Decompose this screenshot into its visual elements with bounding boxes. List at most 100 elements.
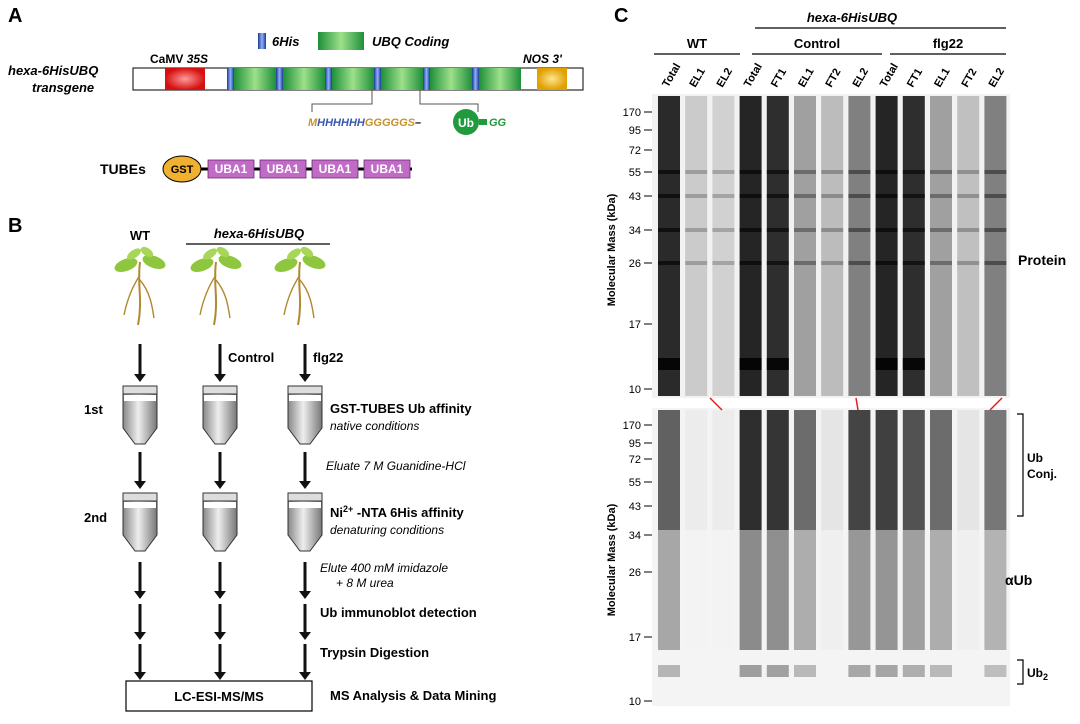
- ub2-band: [902, 665, 925, 677]
- gst-label: GST: [171, 164, 194, 176]
- marker-label: 34: [629, 530, 641, 542]
- leaf: [287, 248, 301, 260]
- gel-lane-label: EL1: [932, 66, 952, 89]
- protein-band: [658, 358, 680, 370]
- protein-band: [739, 170, 762, 174]
- protein-band: [739, 261, 762, 265]
- immunoblot-step: Ub immunoblot detection: [320, 605, 477, 620]
- uba1-label: UBA1: [215, 162, 248, 176]
- gel-lane-label: FT2: [823, 67, 843, 90]
- protein-band: [658, 228, 680, 232]
- marker-label: 72: [629, 145, 641, 157]
- ubq-coding-block: [283, 68, 325, 90]
- camv-promoter-box: [165, 68, 205, 90]
- protein-band: [902, 261, 925, 265]
- protein-band: [766, 358, 789, 370]
- flow-arrows: [134, 344, 311, 680]
- ub-conjugate-smear: [658, 410, 680, 530]
- protein-gel-lane: [712, 96, 735, 396]
- flow-arrow-head: [134, 632, 146, 640]
- flow-arrow-head: [299, 481, 311, 489]
- transgene-construct: [132, 67, 584, 91]
- marker-label: 55: [629, 167, 641, 179]
- ub-smear-lower: [685, 530, 708, 650]
- protein-band: [712, 170, 735, 174]
- native-conditions: native conditions: [330, 419, 419, 433]
- uba1-label: UBA1: [267, 162, 300, 176]
- tube-liquid-top: [124, 395, 156, 401]
- protein-band: [930, 194, 952, 198]
- protein-band: [957, 194, 980, 198]
- second-step-label: 2nd: [84, 510, 107, 525]
- marker-label: 10: [629, 384, 641, 396]
- protein-band: [902, 194, 925, 198]
- ub2-band: [984, 665, 1007, 677]
- seedling: [114, 246, 166, 326]
- gel-lane-label: Total: [660, 61, 683, 89]
- panel-a-label: A: [8, 5, 22, 27]
- trypsin-step: Trypsin Digestion: [320, 645, 429, 660]
- leaf: [140, 246, 154, 258]
- tube-lip: [122, 385, 158, 395]
- marker-label: 17: [629, 632, 641, 644]
- flow-arrow-head: [299, 374, 311, 382]
- his-tag-block: [472, 68, 479, 90]
- root: [215, 279, 231, 319]
- ub2-band: [875, 665, 898, 677]
- gel-lane-label: FT1: [905, 67, 925, 90]
- marker-label: 34: [629, 225, 641, 237]
- flow-arrow-head: [214, 481, 226, 489]
- protein-band: [957, 228, 980, 232]
- root: [283, 274, 301, 316]
- ub-conjugate-smear: [957, 410, 980, 530]
- his-tag-block: [423, 68, 430, 90]
- flow-arrow-head: [299, 591, 311, 599]
- control-label: Control: [228, 350, 274, 365]
- tube-body: [287, 393, 323, 445]
- his-legend-label: 6His: [272, 34, 299, 49]
- flow-arrow-head: [134, 374, 146, 382]
- ub-smear-lower: [658, 530, 680, 650]
- panel-c-label: C: [614, 5, 628, 27]
- ub-conjugate-smear: [739, 410, 762, 530]
- uba1-domain: [207, 159, 255, 179]
- flow-arrow-head: [214, 374, 226, 382]
- urea-elution: + 8 M urea: [336, 576, 394, 590]
- ub-smear-lower: [930, 530, 952, 650]
- protein-gel-lane: [739, 96, 762, 396]
- protein-band: [984, 170, 1007, 174]
- protein-band: [658, 261, 680, 265]
- protein-band: [658, 170, 680, 174]
- protein-band: [712, 228, 735, 232]
- flow-arrow-head: [134, 481, 146, 489]
- flow-arrow-head: [299, 632, 311, 640]
- ub-conjugate-smear: [902, 410, 925, 530]
- uba1-domain: [259, 159, 307, 179]
- tube-body: [122, 393, 158, 445]
- protein-gel-lane: [794, 96, 816, 396]
- ub-conjugate-smear: [930, 410, 952, 530]
- protein-band: [739, 194, 762, 198]
- wt-column-label: WT: [130, 228, 150, 243]
- protein-band: [685, 170, 708, 174]
- terminator-label: NOS 3': [523, 52, 563, 66]
- ub-bead-label: Ub: [458, 116, 474, 130]
- marker-label: 95: [629, 438, 641, 450]
- protein-band: [794, 170, 816, 174]
- tube-body: [202, 393, 238, 445]
- protein-band: [902, 170, 925, 174]
- tube-liquid-top: [289, 502, 321, 508]
- marker-label: 72: [629, 454, 641, 466]
- ub-smear-lower: [875, 530, 898, 650]
- ub-conjugate-smear: [712, 410, 735, 530]
- gel-group-label: WT: [687, 36, 707, 51]
- protein-band: [930, 170, 952, 174]
- affinity-column-tube: [287, 492, 323, 552]
- tube-lip: [287, 385, 323, 395]
- ub2-band: [930, 665, 952, 677]
- ub-conjugate-smear: [875, 410, 898, 530]
- transgenic-column-label: hexa-6HisUBQ: [214, 226, 304, 241]
- flow-arrow-head: [214, 672, 226, 680]
